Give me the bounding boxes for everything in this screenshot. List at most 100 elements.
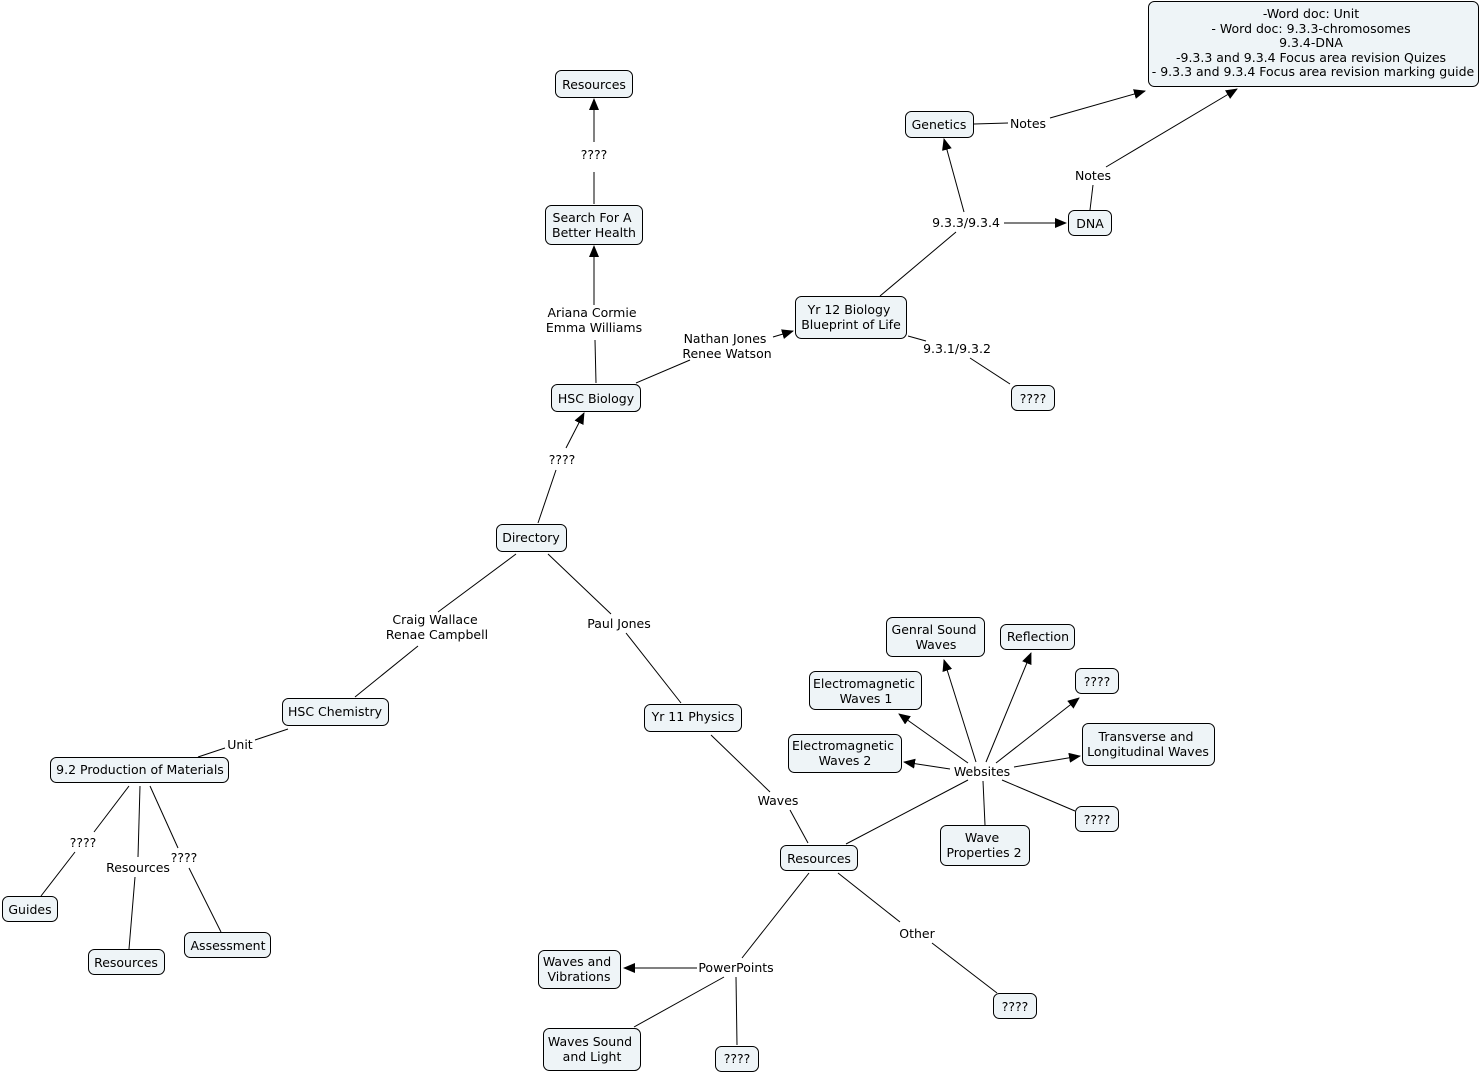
line-other-to-unknown [931, 942, 998, 994]
svg-text:Genral Sound Waves: Genral Sound Waves [892, 622, 981, 652]
line-hscbio-to-ariana [594, 339, 597, 384]
node-electromagnetic-waves-1[interactable]: Electromagnetic Waves 1 [809, 671, 922, 710]
svg-text:Wave Properties 2: Wave Properties 2 [946, 830, 1021, 860]
node-resources-physics[interactable]: Resources [780, 845, 858, 871]
svg-text:HSC Chemistry: HSC Chemistry [288, 704, 383, 719]
line-dna-to-notes [1089, 184, 1094, 211]
link-craig: Craig Wallace Renae Campbell [386, 612, 488, 642]
link-websites: Websites [954, 764, 1010, 779]
line-directory-to-craig [437, 553, 517, 613]
link-q-guides: ???? [70, 835, 97, 850]
line-hscbio-to-nathan [635, 359, 691, 384]
svg-text:9.2 Production of Materials: 9.2 Production of Materials [56, 762, 224, 777]
node-word-doc-list[interactable]: -Word doc: Unit - Word doc: 9.3.3-chromo… [1148, 1, 1479, 87]
link-waves: Waves [758, 793, 799, 808]
node-unknown-web-1[interactable]: ???? [1075, 668, 1119, 694]
link-paul: Paul Jones [587, 616, 650, 631]
node-waves-sound-and-light[interactable]: Waves Sound and Light [543, 1028, 641, 1071]
line-production-to-resources [137, 785, 141, 858]
line-notes-to-worddoc-2 [1105, 88, 1238, 168]
node-directory[interactable]: Directory [496, 524, 567, 552]
node-production-of-materials[interactable]: 9.2 Production of Materials [50, 757, 229, 783]
node-search-better-health[interactable]: Search For A Better Health [545, 205, 643, 245]
node-guides[interactable]: Guides [2, 896, 58, 922]
node-transverse-longitudinal[interactable]: Transverse and Longitudinal Waves [1082, 723, 1215, 766]
line-resources-to-resources [128, 876, 136, 950]
svg-text:Yr 12 Biology Blueprin: Yr 12 Biology Blueprint of Life [801, 302, 901, 332]
link-notes-genetics: Notes [1010, 116, 1046, 131]
line-931-to-unknown [969, 357, 1011, 385]
link-q-res-search: ???? [581, 147, 608, 162]
node-assessment[interactable]: Assessment [184, 932, 271, 958]
line-paul-to-yr11 [625, 632, 682, 704]
link-nathan: Nathan Jones Renee Watson [682, 331, 771, 361]
svg-text:Transverse and Longitu: Transverse and Longitudinal Waves [1087, 729, 1209, 759]
line-yr11-to-waves [710, 734, 771, 793]
line-production-to-q [93, 785, 130, 833]
link-other: Other [899, 926, 935, 941]
node-genetics[interactable]: Genetics [905, 111, 974, 138]
node-reflection[interactable]: Reflection [1000, 624, 1075, 650]
node-wave-properties-2[interactable]: Wave Properties 2 [940, 825, 1030, 866]
line-directory-to-q [537, 469, 557, 524]
node-unknown-bio[interactable]: ???? [1011, 385, 1055, 411]
svg-text:????: ???? [1084, 812, 1111, 827]
line-waves-to-resources [789, 809, 809, 844]
line-websites-to-reflection [985, 652, 1032, 763]
line-powerpoints-to-soundlight [633, 976, 725, 1028]
svg-text:????: ???? [1002, 999, 1029, 1014]
svg-text:Directory: Directory [502, 530, 560, 545]
line-websites-to-unknown2 [1001, 779, 1076, 812]
node-resources-top[interactable]: Resources [555, 70, 633, 98]
svg-text:-Word doc: Unit - Word: -Word doc: Unit - Word doc: 9.3.3-chromo… [1152, 6, 1475, 79]
line-resources-to-other [837, 872, 901, 923]
node-yr12-biology[interactable]: Yr 12 Biology Blueprint of Life [795, 296, 907, 339]
node-waves-and-vibrations[interactable]: Waves and Vibrations [538, 950, 621, 989]
node-unknown-web-2[interactable]: ???? [1075, 806, 1119, 832]
node-resources-chem[interactable]: Resources [88, 949, 165, 975]
line-q-to-hscbio [565, 412, 585, 449]
svg-text:Electromagnetic Waves: Electromagnetic Waves 2 [792, 738, 898, 768]
link-notes-dna: Notes [1075, 168, 1111, 183]
svg-text:Waves Sound and Light: Waves Sound and Light [548, 1034, 636, 1064]
link-resources: Resources [106, 860, 170, 875]
svg-text:Yr 11 Physics: Yr 11 Physics [651, 709, 735, 724]
link-q-dir-bio: ???? [549, 452, 576, 467]
line-q-to-guides [40, 851, 76, 897]
svg-text:Resources: Resources [787, 851, 851, 866]
svg-text:Search For A Better He: Search For A Better Health [552, 210, 636, 240]
line-directory-to-paul [547, 553, 612, 615]
node-hsc-chemistry[interactable]: HSC Chemistry [282, 698, 389, 726]
svg-text:Genetics: Genetics [912, 117, 967, 132]
node-dna[interactable]: DNA [1068, 210, 1112, 236]
linking-phrases: ???? Ariana Cormie Emma Williams Nathan … [70, 116, 1111, 975]
line-q2-to-assessment [188, 867, 222, 933]
svg-text:Waves and Vibrations: Waves and Vibrations [543, 954, 615, 984]
link-powerpoints: PowerPoints [698, 960, 773, 975]
connection-lines [40, 88, 1238, 1046]
svg-text:Guides: Guides [8, 902, 51, 917]
node-hsc-biology[interactable]: HSC Biology [551, 384, 641, 412]
line-craig-to-hscchem [354, 645, 419, 698]
svg-text:HSC Biology: HSC Biology [558, 391, 635, 406]
line-notes-to-worddoc [1049, 89, 1146, 119]
svg-text:Assessment: Assessment [191, 938, 266, 953]
line-yr12-to-931 [907, 335, 927, 342]
line-websites-to-genral [942, 659, 977, 763]
line-nathan-to-yr12 [772, 329, 794, 339]
node-unknown-other[interactable]: ???? [993, 993, 1037, 1019]
line-resources-to-powerpoints [741, 872, 810, 959]
node-unknown-powerpoint[interactable]: ???? [715, 1046, 759, 1072]
node-genral-sound-waves[interactable]: Genral Sound Waves [886, 617, 985, 657]
line-websites-to-waveprops [982, 780, 986, 826]
line-production-to-q2 [149, 785, 179, 849]
link-q-assessment: ???? [171, 850, 198, 865]
link-sec-931: 9.3.1/9.3.2 [923, 341, 991, 356]
node-electromagnetic-waves-2[interactable]: Electromagnetic Waves 2 [788, 734, 902, 773]
node-yr11-physics[interactable]: Yr 11 Physics [644, 704, 742, 732]
link-sec-933: 9.3.3/9.3.4 [932, 215, 1000, 230]
svg-text:DNA: DNA [1076, 216, 1104, 231]
line-unit-to-production [197, 747, 226, 758]
